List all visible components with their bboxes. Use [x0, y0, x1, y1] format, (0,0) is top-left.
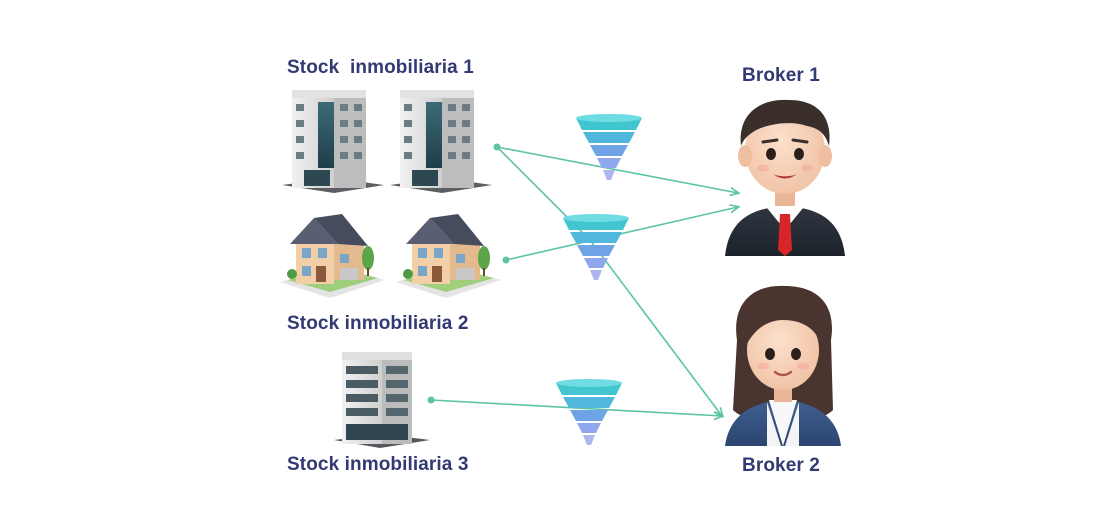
office-building-icon — [334, 352, 430, 448]
connector-dot-stock2 — [502, 256, 510, 264]
connector-dot-stock3 — [427, 396, 435, 404]
office-building-icon — [282, 90, 384, 193]
connector-dot-stock1 — [493, 143, 501, 151]
male-broker-avatar — [725, 99, 845, 256]
connector-stock1-broker1 — [496, 146, 738, 193]
funnel-icon — [556, 379, 622, 445]
funnel-icon — [576, 114, 642, 180]
broker-2-label: Broker 2 — [742, 455, 820, 476]
office-building-icon — [390, 90, 492, 193]
connector-stock1-broker2 — [496, 146, 722, 416]
connectors — [427, 143, 739, 417]
stock-3-label: Stock inmobiliaria 3 — [287, 454, 469, 475]
broker-1-label: Broker 1 — [742, 65, 820, 86]
connector-stock2-broker1 — [505, 207, 738, 261]
house-icon — [396, 214, 501, 298]
stock-2-label: Stock inmobiliaria 2 — [287, 313, 469, 334]
female-broker-avatar — [725, 285, 841, 446]
stock-1-label: Stock inmobiliaria 1 — [287, 57, 474, 78]
house-icon — [280, 214, 385, 298]
funnel-icon — [563, 214, 629, 280]
